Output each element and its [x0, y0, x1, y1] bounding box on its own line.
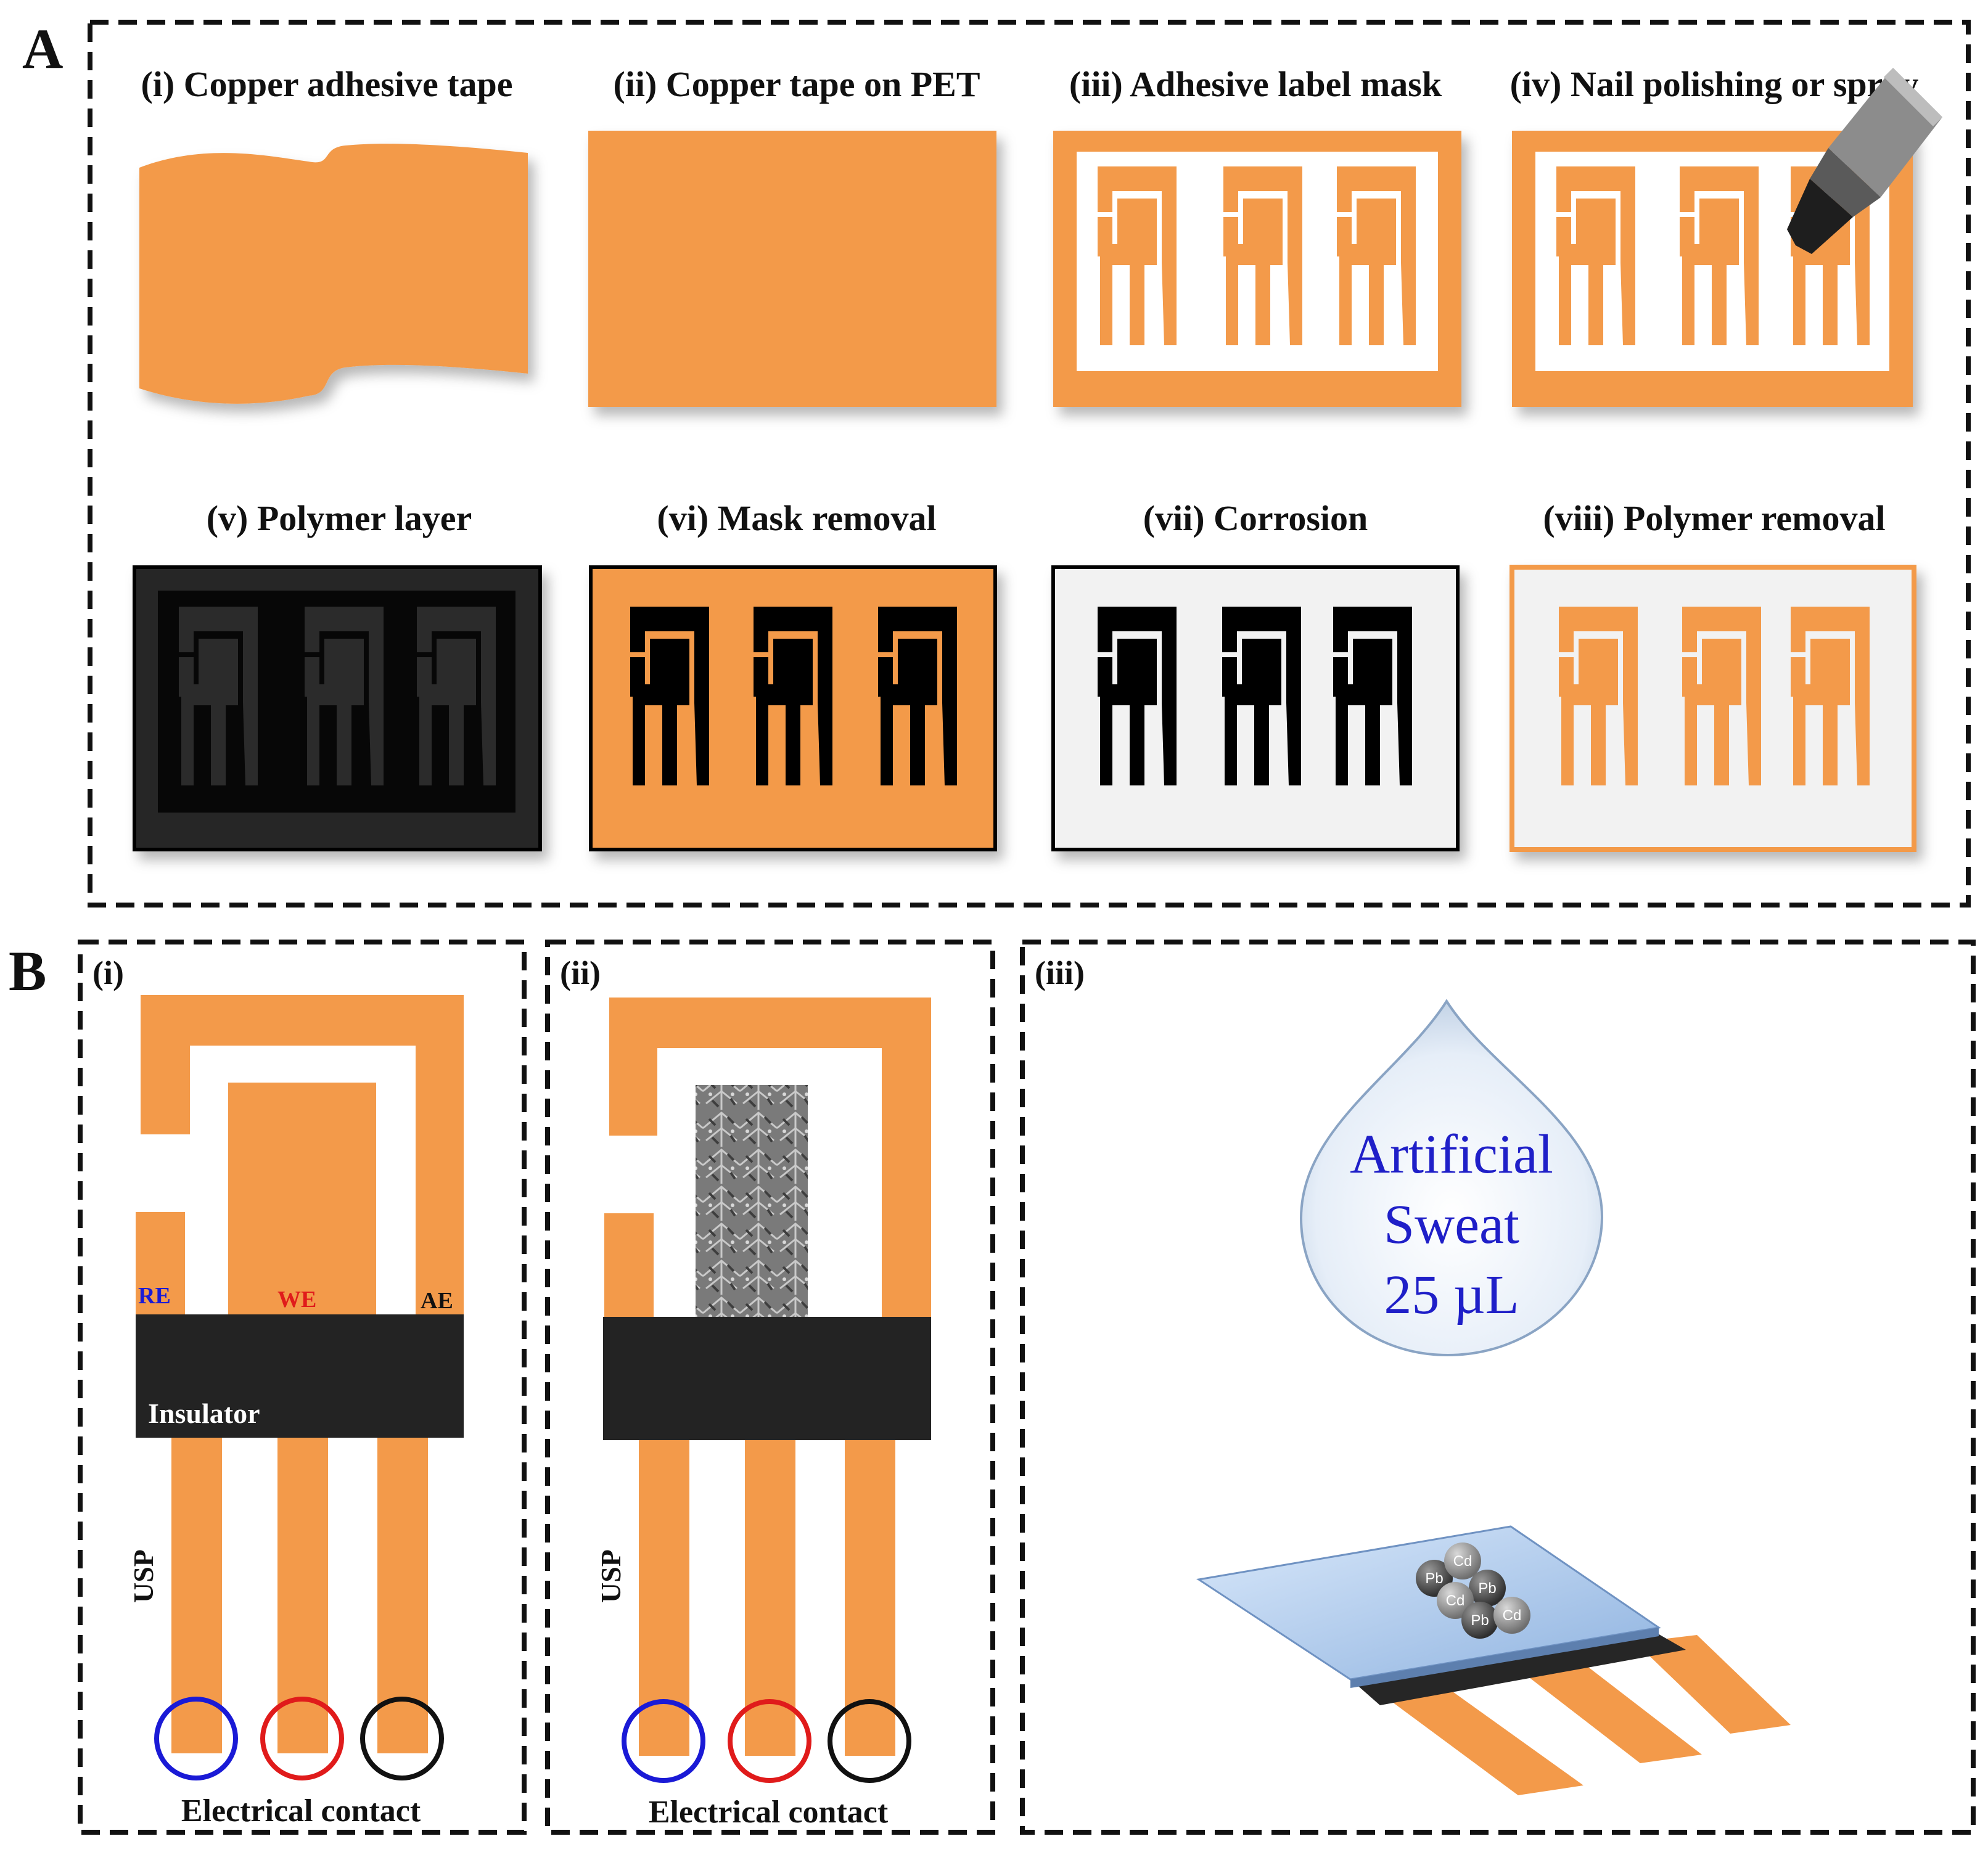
panel-b-i-label: (i)	[92, 954, 124, 991]
mask-removal-step-vi	[589, 565, 997, 851]
sensor-b-ii	[603, 998, 931, 1783]
drop-text-line2: Sweat	[1384, 1194, 1519, 1255]
electrical-contact-label-i: Electrical contact	[181, 1793, 421, 1829]
panel-b-ii-label: (ii)	[560, 954, 601, 991]
re-contact-circle-ii	[622, 1699, 705, 1783]
insulator-bar	[136, 1314, 464, 1438]
step-label-vi: (vi) Mask removal	[657, 498, 936, 538]
ae-contact-circle-ii	[828, 1699, 911, 1783]
panel-b-iii-label: (iii)	[1035, 954, 1085, 991]
ion-cluster: Pb Cd Pb Cd Pb Cd	[1416, 1542, 1530, 1639]
step-label-iv: (iv) Nail polishing or spray	[1510, 64, 1919, 104]
panel-b-iii-frame	[1020, 940, 1976, 1835]
drop-text-line3: 25 µL	[1384, 1264, 1519, 1325]
polymer-removal-step-viii	[1509, 565, 1916, 852]
usp-label-ii: USP	[595, 1549, 626, 1603]
panel-b-i-frame	[78, 940, 527, 1835]
copper-sheet-step-ii	[588, 131, 996, 407]
we-contact-circle-ii	[728, 1699, 811, 1783]
sensor-3d	[1196, 1525, 1791, 1795]
ion-label: Cd	[1503, 1607, 1522, 1624]
ae-contact-circle	[360, 1697, 444, 1780]
mask-step-iii	[1053, 131, 1461, 407]
corrosion-step-vii	[1051, 565, 1460, 851]
panel-a-letter: A	[22, 17, 63, 80]
polymer-layer-step-v	[133, 565, 542, 851]
step-label-ii: (ii) Copper tape on PET	[613, 64, 980, 104]
re-label: RE	[138, 1283, 171, 1309]
sem-image-we	[696, 1085, 808, 1317]
step-label-vii: (vii) Corrosion	[1143, 498, 1368, 538]
we-label: WE	[277, 1287, 316, 1313]
panel-b-ii-frame	[545, 940, 995, 1835]
step-label-viii: (viii) Polymer removal	[1543, 498, 1885, 538]
panel-a-frame	[88, 20, 1971, 907]
ion-label: Pb	[1471, 1612, 1489, 1629]
panel-b-letter: B	[9, 940, 46, 1002]
we-contact-circle	[260, 1697, 344, 1780]
ion-label: Pb	[1425, 1570, 1443, 1587]
sweat-droplet	[1299, 999, 1604, 1357]
step-label-iii: (iii) Adhesive label mask	[1069, 64, 1442, 104]
re-contact-circle	[154, 1697, 238, 1780]
usp-label-i: USP	[128, 1549, 159, 1603]
ion-label: Cd	[1453, 1553, 1473, 1570]
step-label-i: (i) Copper adhesive tape	[141, 64, 512, 104]
insulator-label: Insulator	[148, 1398, 260, 1429]
step-label-v: (v) Polymer layer	[207, 498, 472, 538]
marker-pen-icon	[1787, 68, 1942, 254]
ion-label: Pb	[1478, 1580, 1496, 1597]
drop-text-line1: Artificial	[1350, 1124, 1553, 1185]
sensor-b-i	[136, 995, 464, 1780]
ae-label: AE	[421, 1288, 453, 1314]
copper-tape-step-i	[139, 144, 528, 404]
electrical-contact-label-ii: Electrical contact	[649, 1795, 889, 1830]
ion-label: Cd	[1446, 1592, 1465, 1609]
